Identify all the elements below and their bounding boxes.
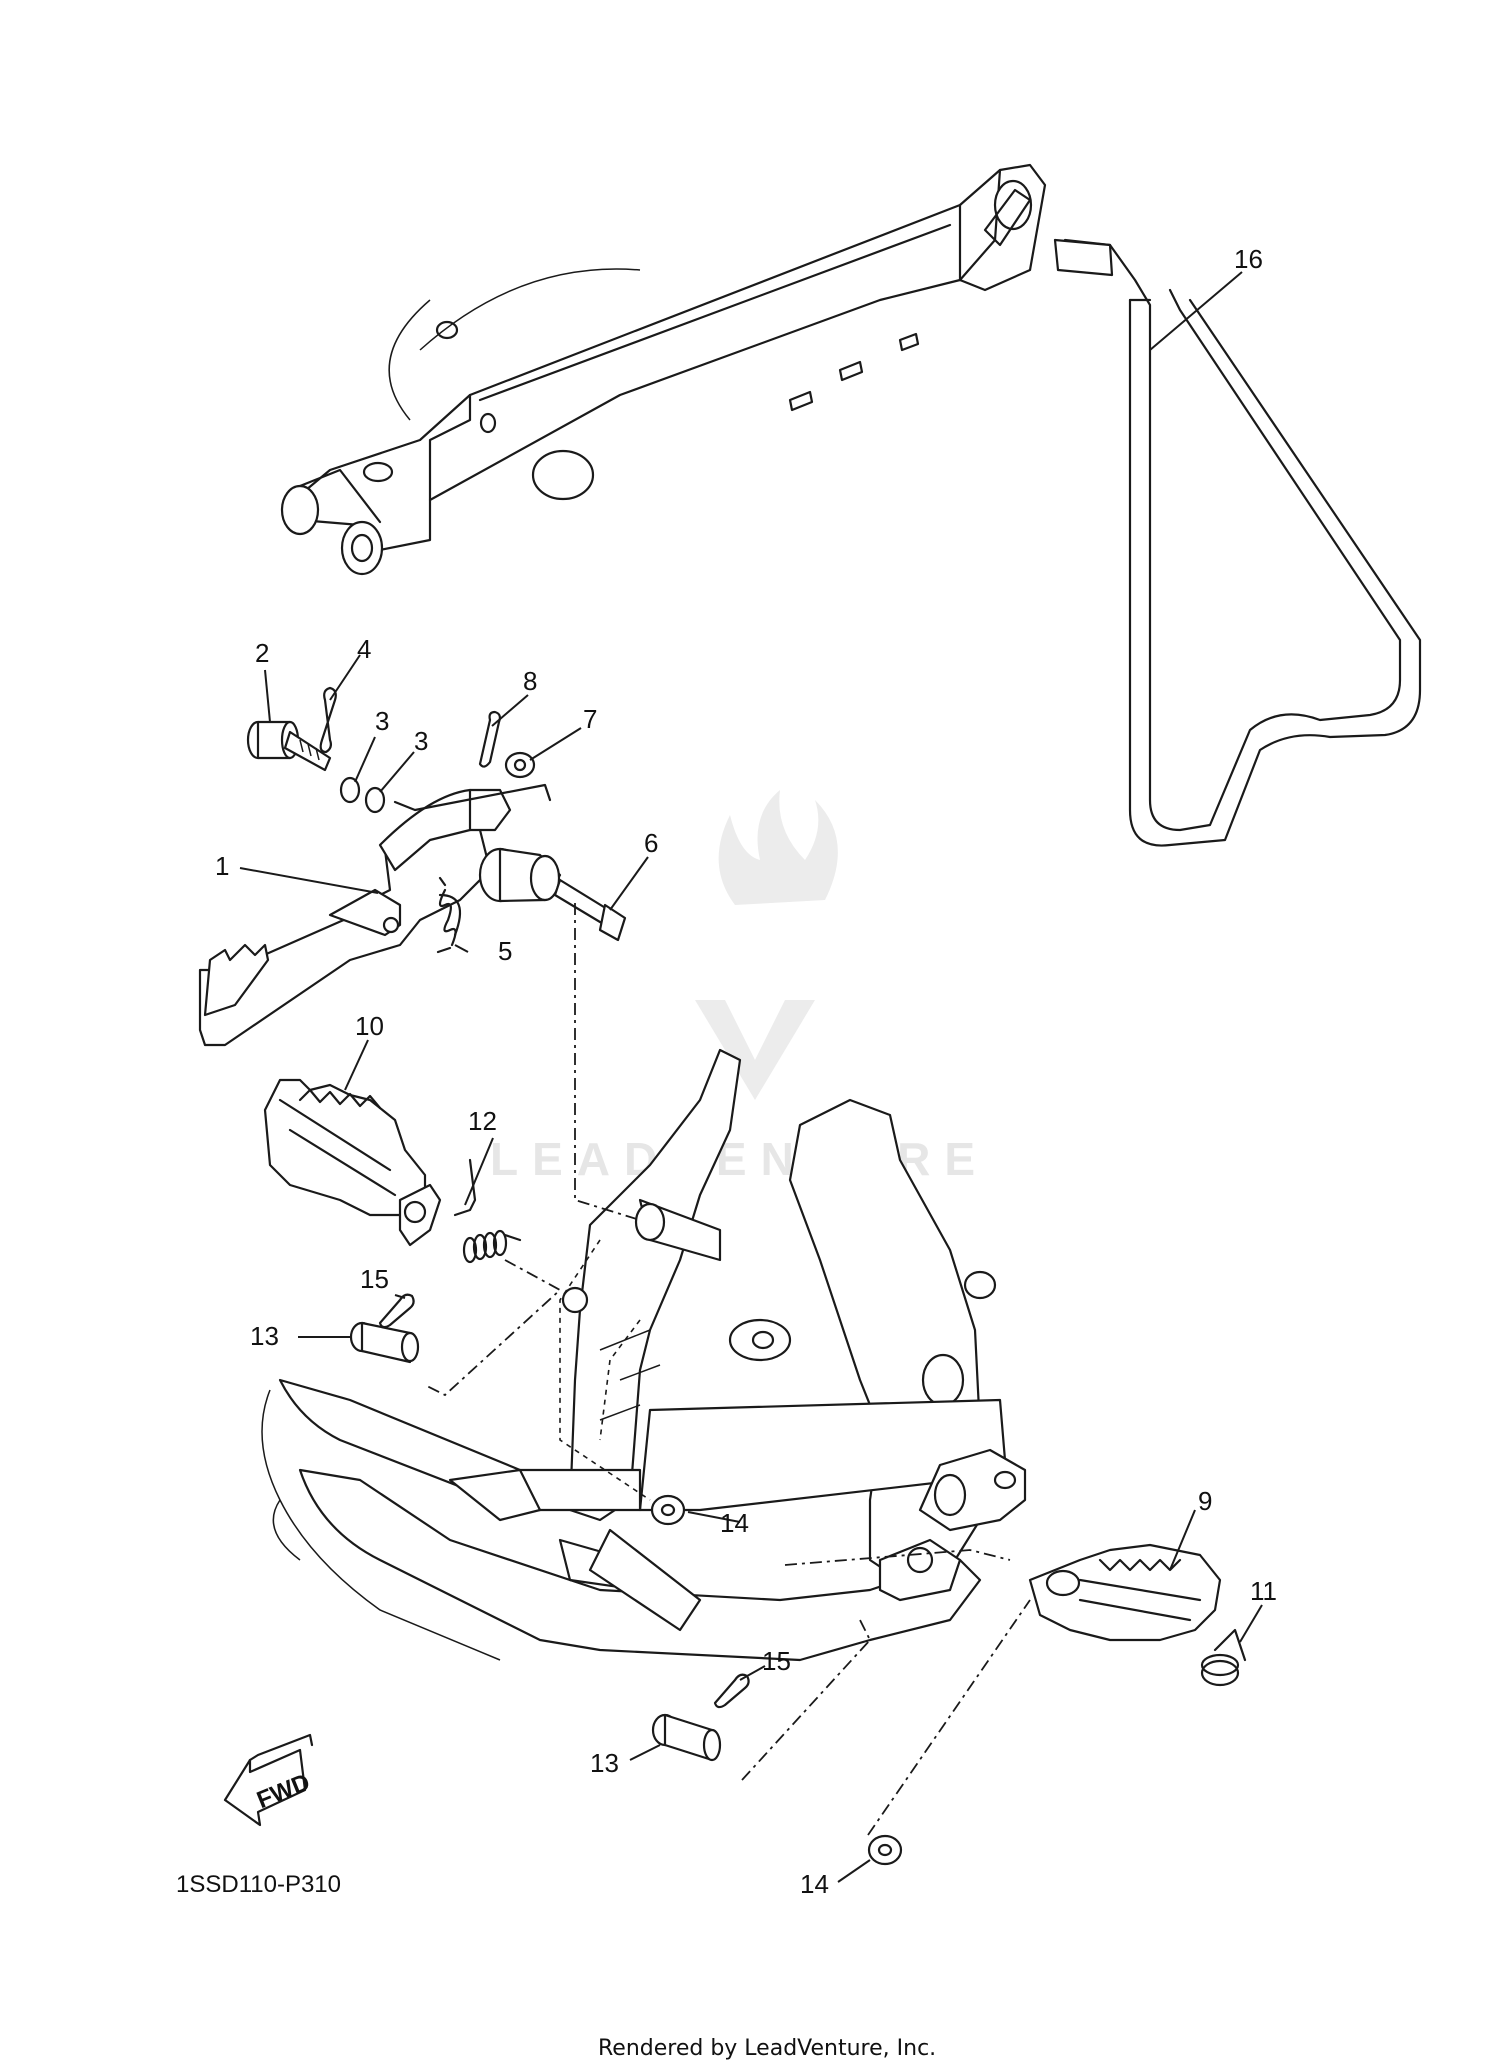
footrest-right xyxy=(1028,1543,1222,1642)
callout-1: 1 xyxy=(215,851,229,881)
frame xyxy=(261,1048,1027,1662)
assembly-lines xyxy=(393,783,1031,1836)
callout-5: 5 xyxy=(498,936,512,966)
brake-pedal xyxy=(198,788,562,1047)
callout-13b: 13 xyxy=(590,1748,619,1778)
washers-14 xyxy=(650,1494,903,1866)
diagram-code: 1SSD110-P310 xyxy=(176,1871,341,1898)
pivot-bolt xyxy=(246,720,332,772)
leadventure-watermark: LEADVENTURE xyxy=(490,790,989,1185)
callout-6: 6 xyxy=(644,828,658,858)
callout-10: 10 xyxy=(355,1011,384,1041)
callout-9: 9 xyxy=(1198,1486,1212,1516)
footrest-pin-left xyxy=(349,1321,420,1364)
return-spring xyxy=(436,876,462,954)
callout-2: 2 xyxy=(255,638,269,668)
washers xyxy=(339,751,536,814)
watermark-text: LEADVENTURE xyxy=(490,1133,989,1185)
callouts: 1 2 3 3 4 5 6 7 8 9 10 11 12 13 13 14 14… xyxy=(215,244,1277,1899)
callout-14b: 14 xyxy=(800,1869,829,1899)
cotter-pins xyxy=(319,686,750,1709)
callout-8: 8 xyxy=(523,666,537,696)
callout-14a: 14 xyxy=(720,1508,749,1538)
callout-4: 4 xyxy=(357,634,371,664)
fwd-arrow: FWD xyxy=(223,1733,314,1827)
callout-16: 16 xyxy=(1234,244,1263,274)
stand xyxy=(1053,238,1422,847)
callout-12: 12 xyxy=(468,1106,497,1136)
footrest-pin-right xyxy=(651,1713,722,1762)
callout-13a: 13 xyxy=(250,1321,279,1351)
callout-11: 11 xyxy=(1250,1576,1277,1606)
bolt-6 xyxy=(553,878,627,942)
footrest-left xyxy=(263,1078,442,1247)
callout-7: 7 xyxy=(583,704,597,734)
callout-3a: 3 xyxy=(375,706,389,736)
rendered-by: Rendered by LeadVenture, Inc. xyxy=(598,2036,936,2061)
swingarm xyxy=(280,163,1047,576)
footrest-spring-right xyxy=(1200,1628,1247,1687)
leader-lines xyxy=(239,271,1263,1883)
callout-15a: 15 xyxy=(360,1264,389,1294)
callout-3b: 3 xyxy=(414,726,428,756)
callout-15b: 15 xyxy=(762,1646,791,1676)
footrest-spring-left xyxy=(453,1158,522,1264)
